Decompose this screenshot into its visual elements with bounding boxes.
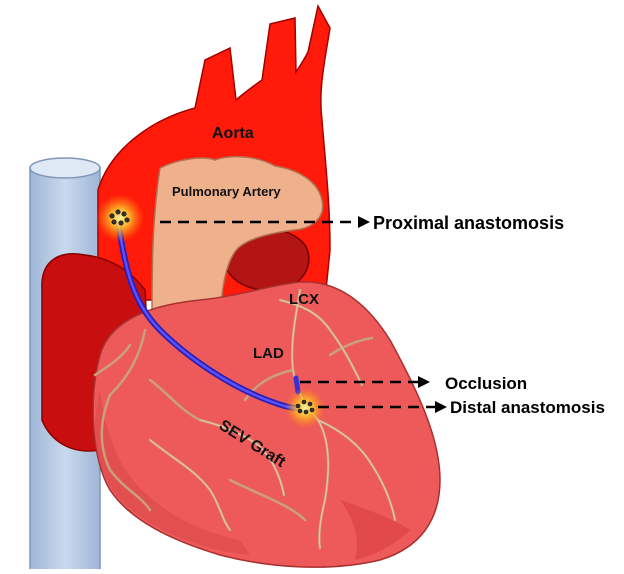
- occlusion-label: Occlusion: [445, 374, 527, 393]
- lcx-label: LCX: [289, 291, 319, 308]
- proximal-anastomosis-label: Proximal anastomosis: [373, 213, 564, 233]
- lad-label: LAD: [253, 345, 284, 362]
- proximal-anastomosis-glow: [96, 194, 144, 242]
- distal-anastomosis-label: Distal anastomosis: [450, 398, 605, 417]
- pulmonary-artery-label: Pulmonary Artery: [172, 184, 281, 199]
- aorta-label: Aorta: [212, 125, 254, 142]
